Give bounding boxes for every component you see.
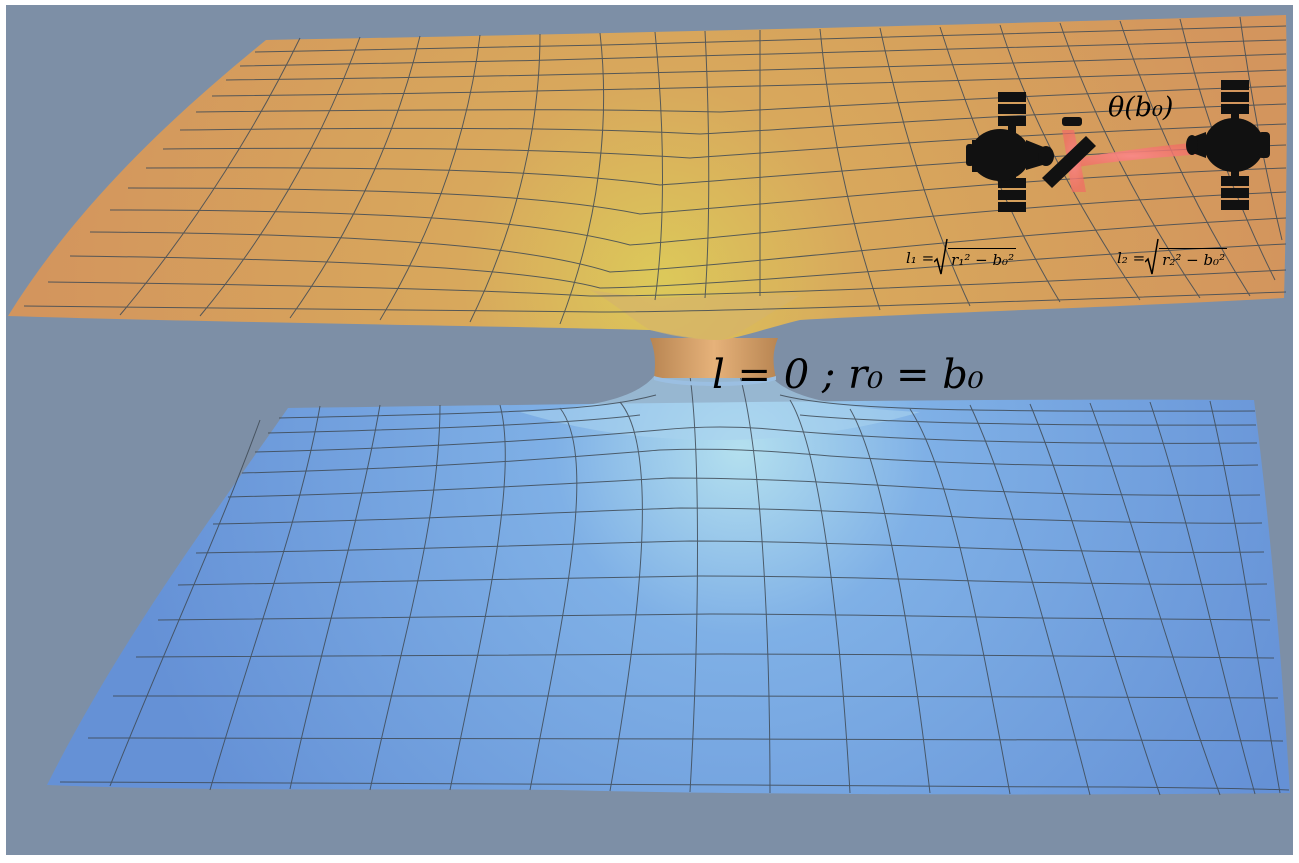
- distance-label-1: l₁ = r₁² − b₀²: [906, 236, 1017, 280]
- distance-label-2-lhs: l₂ =: [1117, 249, 1146, 267]
- satellite-right-icon: [1186, 80, 1270, 210]
- sqrt-sign: r₁² − b₀²: [934, 238, 1017, 278]
- distance-label-2-radicand: r₂² − b₀²: [1159, 247, 1228, 269]
- distance-label-1-radicand: r₁² − b₀²: [948, 247, 1017, 269]
- sqrt-sign: r₂² − b₀²: [1145, 238, 1228, 278]
- mirror-icon: [1042, 117, 1096, 188]
- angle-label: θ(b₀): [1108, 92, 1174, 123]
- throat-label: l = 0 ; r₀ = b₀: [712, 352, 984, 398]
- lower-grid: [59, 375, 1290, 796]
- lower-sheet: [47, 375, 1290, 796]
- satellite-left-icon: [966, 92, 1054, 212]
- distance-label-1-lhs: l₁ =: [906, 249, 935, 267]
- distance-label-2: l₂ = r₂² − b₀²: [1117, 236, 1228, 280]
- wormhole-throat: [650, 338, 778, 386]
